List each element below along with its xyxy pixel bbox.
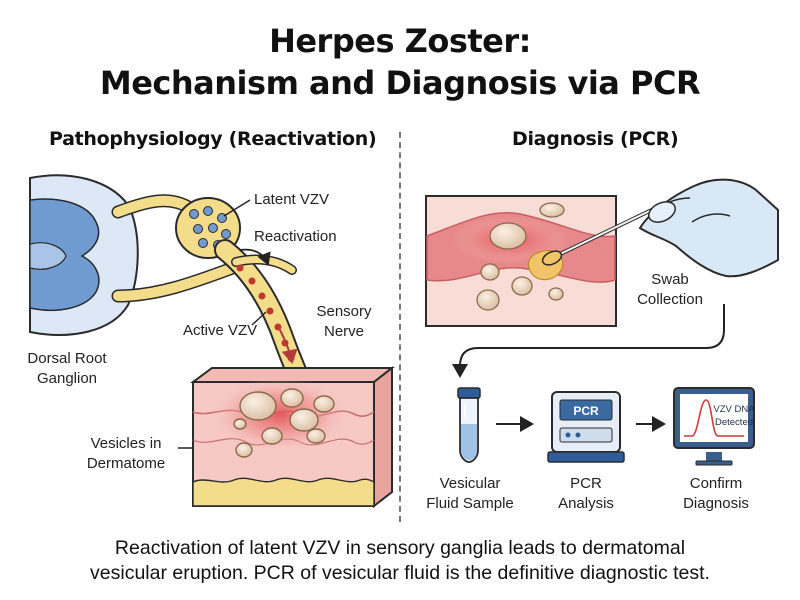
latent-virus-particle xyxy=(221,229,231,239)
vesicle xyxy=(489,222,527,250)
skin-block xyxy=(189,365,395,509)
vesicle xyxy=(548,287,564,301)
vesicle xyxy=(511,276,533,296)
label-pcr-line-1: PCR xyxy=(570,475,602,492)
label-swab-collection: Swab Collection xyxy=(622,270,718,310)
monitor-icon: VZV DNA Detected xyxy=(673,387,755,466)
summary-line-1: Reactivation of latent VZV in sensory ga… xyxy=(114,537,686,559)
label-sample-line-1: Vesicular xyxy=(439,475,501,492)
descend-arrow xyxy=(279,329,298,364)
latent-virus-particle xyxy=(203,206,213,216)
vesicle xyxy=(313,395,335,413)
skin-sample-panel xyxy=(425,195,617,327)
active-virus-particle xyxy=(248,277,256,285)
label-swab-line-2: Collection xyxy=(637,291,703,308)
vesicle xyxy=(476,289,500,311)
label-dorsal-root-ganglion: Dorsal Root Ganglion xyxy=(8,349,126,389)
pcr-machine-icon: PCR xyxy=(547,391,625,463)
label-drg-line-1: Dorsal Root xyxy=(27,350,107,367)
label-sample-line-2: Fluid Sample xyxy=(426,495,514,512)
latent-vzv-leader xyxy=(223,199,251,217)
label-sensory-nerve-line-2: Nerve xyxy=(323,323,364,340)
label-confirm-diagnosis: Confirm Diagnosis xyxy=(668,474,764,514)
flow-connector xyxy=(452,304,725,378)
active-virus-particle xyxy=(258,292,266,300)
title-line-1: Herpes Zoster: xyxy=(269,22,531,60)
swab xyxy=(541,204,661,266)
vesicle xyxy=(235,442,253,458)
latent-virus-particle xyxy=(189,209,199,219)
label-confirm-line-2: Diagnosis xyxy=(683,495,749,512)
summary-line-2: vesicular eruption. PCR of vesicular flu… xyxy=(90,562,710,584)
latent-virus-particle xyxy=(193,224,203,234)
vesicle xyxy=(261,427,283,445)
label-vesicular-fluid-sample: Vesicular Fluid Sample xyxy=(414,474,526,514)
label-vesicles: Vesicles in Dermatome xyxy=(70,434,182,474)
active-virus-particle xyxy=(236,264,244,272)
latent-virus-particle xyxy=(208,223,218,233)
label-swab-line-1: Swab xyxy=(651,271,689,288)
vesicle xyxy=(233,418,247,430)
gloved-hand xyxy=(638,178,779,278)
monitor-text-1: VZV DNA xyxy=(713,404,755,415)
label-drg-line-2: Ganglion xyxy=(36,370,98,387)
panel-divider xyxy=(399,132,401,522)
label-vesicles-line-1: Vesicles in xyxy=(90,435,162,452)
vesicle xyxy=(480,263,500,281)
summary-caption: Reactivation of latent VZV in sensory ga… xyxy=(0,536,800,586)
latent-virus-particle xyxy=(198,238,208,248)
label-active-vzv: Active VZV xyxy=(183,322,258,339)
vesicle xyxy=(539,202,565,218)
vesicle xyxy=(280,388,304,408)
reactivation-arrow xyxy=(239,248,271,266)
vesicle xyxy=(289,408,319,432)
label-pcr-analysis: PCR Analysis xyxy=(546,474,626,514)
label-sensory-nerve: Sensory Nerve xyxy=(306,302,382,342)
active-virus-particle xyxy=(266,307,274,315)
label-reactivation: Reactivation xyxy=(254,228,337,245)
label-vesicles-line-2: Dermatome xyxy=(86,455,166,472)
right-section-heading: Diagnosis (PCR) xyxy=(512,128,679,150)
vesicle xyxy=(306,428,326,444)
label-latent-vzv: Latent VZV xyxy=(254,191,330,208)
active-vzv-leader xyxy=(251,311,267,326)
test-tube-icon xyxy=(457,387,481,463)
nerve-roots xyxy=(111,194,245,303)
vesicle xyxy=(239,391,277,421)
title-line-2: Mechanism and Diagnosis via PCR xyxy=(99,64,701,102)
left-section-heading: Pathophysiology (Reactivation) xyxy=(49,128,377,150)
label-confirm-line-1: Confirm xyxy=(689,475,743,492)
sensory-nerve xyxy=(214,239,313,396)
pcr-screen-label: PCR xyxy=(573,404,599,418)
label-pcr-line-2: Analysis xyxy=(558,495,614,512)
label-sensory-nerve-line-1: Sensory xyxy=(316,303,372,320)
spinal-cord xyxy=(29,174,139,336)
monitor-text-2: Detected xyxy=(715,417,753,428)
active-virus-particle xyxy=(274,323,282,331)
